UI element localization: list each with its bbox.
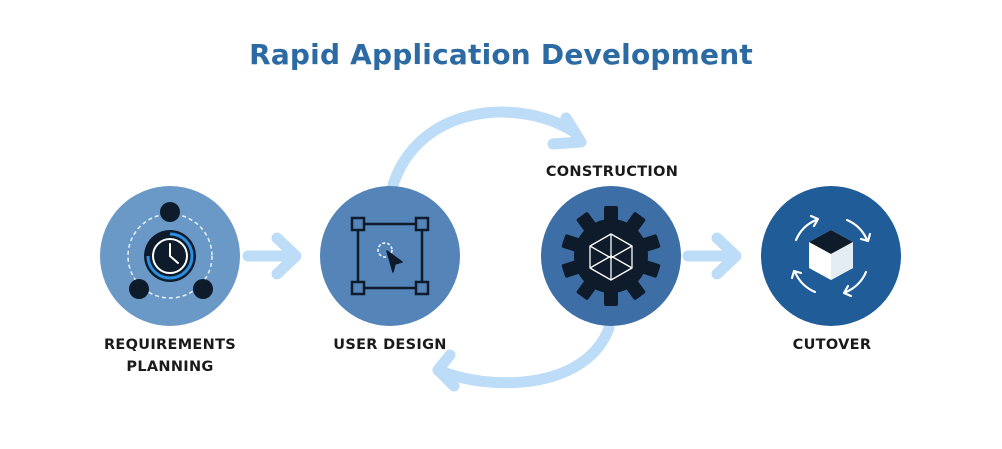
stage-user-design [320, 186, 460, 326]
flow-arrow-3 [682, 232, 742, 280]
stage-label-user-design: USER DESIGN [290, 334, 490, 356]
stage-label-line1: CUTOVER [792, 337, 872, 353]
loop-arrowhead-top [547, 112, 587, 150]
stage-label-line2: PLANNING [126, 359, 214, 375]
gear-cube-icon [561, 206, 661, 306]
diagram-title: Rapid Application Development [249, 38, 753, 71]
loop-arrowhead-bottom [432, 349, 460, 392]
stage-construction [541, 186, 681, 326]
stage-cutover [761, 186, 901, 326]
stage-label-construction: CONSTRUCTION [512, 161, 712, 183]
stage-label-cutover: CUTOVER [732, 334, 932, 356]
stage-label-line1: CONSTRUCTION [545, 164, 679, 180]
flow-arrow-1 [242, 232, 302, 280]
clock-network-icon [127, 202, 213, 299]
stage-requirements-planning [100, 186, 240, 326]
stage-label-line1: USER DESIGN [333, 337, 447, 353]
stage-label-line1: REQUIREMENTS [103, 337, 237, 353]
design-frame-cursor-icon [350, 216, 430, 296]
loop-arc-bottom [432, 322, 615, 389]
cycle-cube-icon [790, 214, 872, 298]
iteration-loop [386, 106, 615, 392]
stage-label-requirements-planning: REQUIREMENTS PLANNING [70, 334, 270, 378]
loop-arc-top [386, 106, 580, 194]
